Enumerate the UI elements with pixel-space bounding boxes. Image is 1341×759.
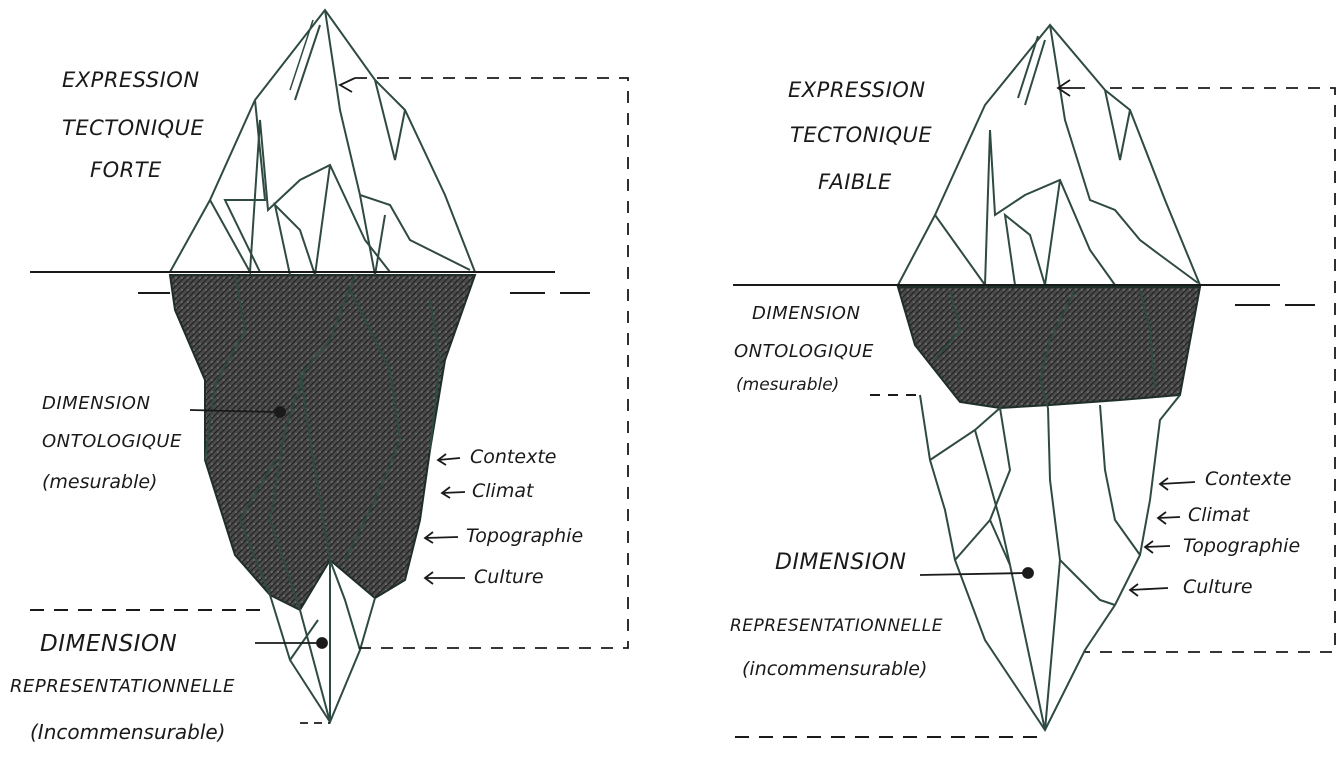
left-ontological-label-line1: DIMENSION xyxy=(42,395,150,413)
left-representational-outline xyxy=(270,595,375,722)
right-top-label-line2: TECTONIQUE xyxy=(790,125,932,146)
left-factor-culture: Culture xyxy=(474,568,544,587)
left-iceberg xyxy=(170,10,475,722)
left-factor-topography: Topographie xyxy=(466,527,583,546)
right-factor-climate: Climat xyxy=(1188,506,1249,525)
left-representational-label-line2: REPRESENTATIONNELLE xyxy=(10,678,235,696)
right-representational-label-line2: REPRESENTATIONNELLE xyxy=(730,618,943,635)
left-top-label-line3: FORTE xyxy=(90,160,162,181)
right-top-label-line3: FAIBLE xyxy=(818,172,892,193)
right-peak-outline xyxy=(898,25,1200,285)
right-iceberg xyxy=(898,25,1200,730)
right-factor-culture: Culture xyxy=(1183,578,1253,597)
left-top-label-line1: EXPRESSION xyxy=(62,70,200,91)
right-top-label-line1: EXPRESSION xyxy=(788,80,926,101)
right-representational-label-line3: (incommensurable) xyxy=(742,660,927,679)
left-factor-climate: Climat xyxy=(472,482,533,501)
right-ontological-label-line3: (mesurable) xyxy=(736,377,839,394)
left-ontological-label-line3: (mesurable) xyxy=(42,473,157,492)
left-ontological-dot xyxy=(275,407,285,417)
left-factor-context: Contexte xyxy=(470,448,556,467)
left-ontological-label-line2: ONTOLOGIQUE xyxy=(42,433,182,451)
right-factor-topography: Topographie xyxy=(1183,537,1300,556)
left-peak-outline xyxy=(170,10,475,272)
left-top-label-line2: TECTONIQUE xyxy=(62,118,204,139)
right-representational-dot xyxy=(1023,568,1033,578)
left-representational-label-line3: (Incommensurable) xyxy=(30,722,226,742)
right-ontological-label-line2: ONTOLOGIQUE xyxy=(734,343,874,361)
left-representational-dot xyxy=(317,638,327,648)
left-ontological-mass xyxy=(170,275,475,610)
right-ontological-label-line1: DIMENSION xyxy=(752,305,860,323)
right-factor-context: Contexte xyxy=(1205,470,1291,489)
left-representational-label-line1: DIMENSION xyxy=(40,633,177,656)
right-representational-label-line1: DIMENSION xyxy=(775,552,907,574)
